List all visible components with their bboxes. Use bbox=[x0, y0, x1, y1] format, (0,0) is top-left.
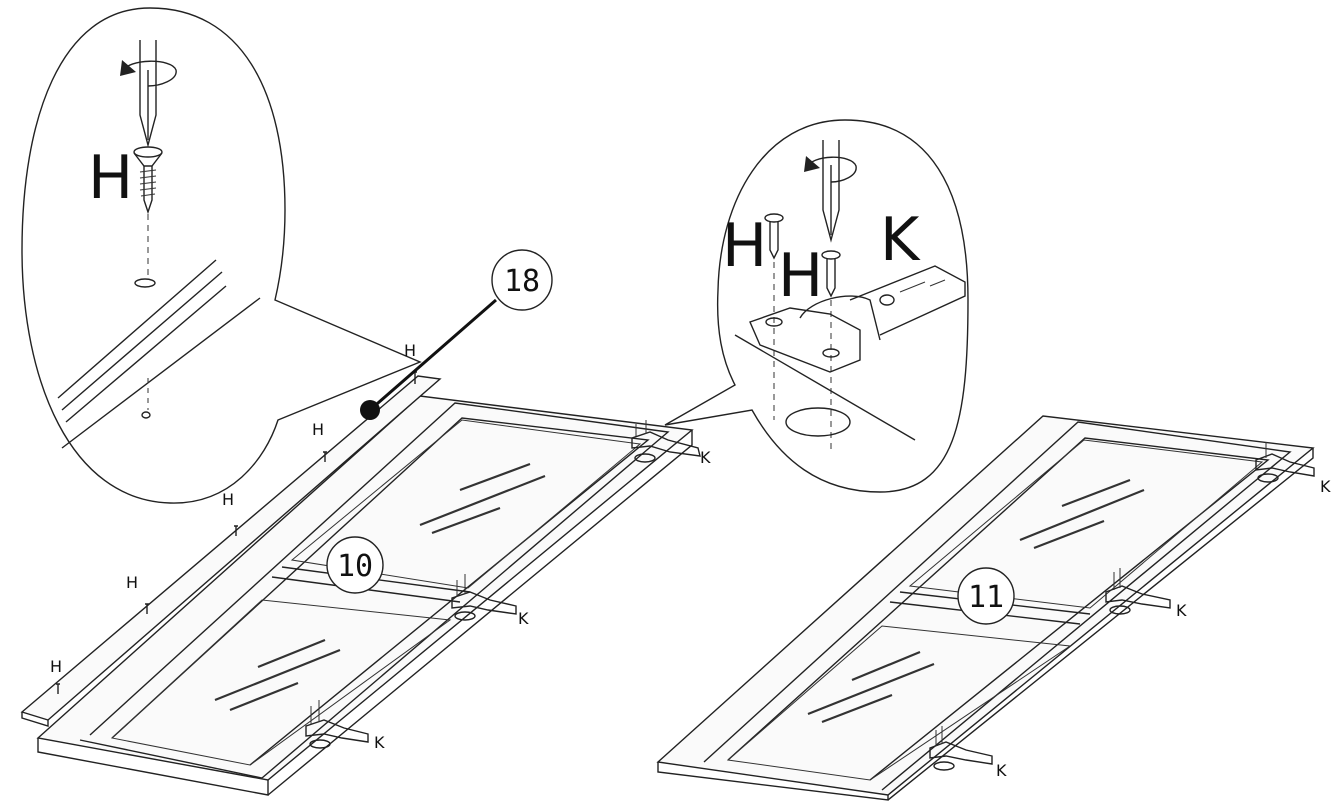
panel-edge-icon bbox=[57, 259, 261, 449]
detail-bubble-hinge: H H K bbox=[664, 119, 969, 493]
hinge-k-bottom bbox=[929, 726, 993, 771]
hinge-icon bbox=[734, 265, 966, 441]
hinge-k-top bbox=[631, 420, 701, 463]
screw-label: H bbox=[722, 211, 767, 281]
screw-icon bbox=[764, 213, 784, 420]
screwdriver-icon bbox=[120, 40, 177, 148]
screw-icon bbox=[821, 250, 841, 450]
screw-h-icons bbox=[56, 371, 417, 694]
screw-label: H bbox=[50, 657, 62, 676]
hinge-k-middle bbox=[451, 574, 517, 621]
hinge-k-middle bbox=[1105, 568, 1171, 615]
screw-label: H bbox=[126, 573, 138, 592]
door-11: K K K 11 bbox=[656, 415, 1331, 801]
screw-label: H bbox=[88, 143, 133, 213]
hinge-label: K bbox=[1320, 477, 1331, 496]
screw-label: H bbox=[222, 490, 234, 509]
callout-door-11: 11 bbox=[957, 567, 1015, 625]
door-10: K K K H H H H H 10 bbox=[20, 341, 711, 796]
hinge-label: K bbox=[996, 761, 1007, 780]
screw-label: H bbox=[312, 420, 324, 439]
callout-number: 10 bbox=[337, 549, 373, 584]
callout-door-10: 10 bbox=[326, 536, 384, 594]
hinge-k-bottom bbox=[305, 700, 369, 749]
hinge-label: K bbox=[880, 205, 921, 275]
hinge-label: K bbox=[700, 448, 711, 467]
callout-number: 18 bbox=[504, 264, 540, 299]
screwdriver-icon bbox=[804, 140, 857, 243]
hinge-label: K bbox=[518, 609, 529, 628]
hinge-label: K bbox=[1176, 601, 1187, 620]
screw-label: H bbox=[778, 241, 823, 311]
strip-18 bbox=[20, 375, 442, 727]
hinge-label: K bbox=[374, 733, 385, 752]
screw-icon bbox=[133, 146, 163, 288]
screw-label: H bbox=[404, 341, 416, 360]
detail-bubble-screw-h: H bbox=[21, 7, 422, 504]
callout-part-18: 18 bbox=[360, 249, 553, 420]
callout-number: 11 bbox=[968, 580, 1004, 615]
hinge-k-top bbox=[1255, 442, 1315, 483]
